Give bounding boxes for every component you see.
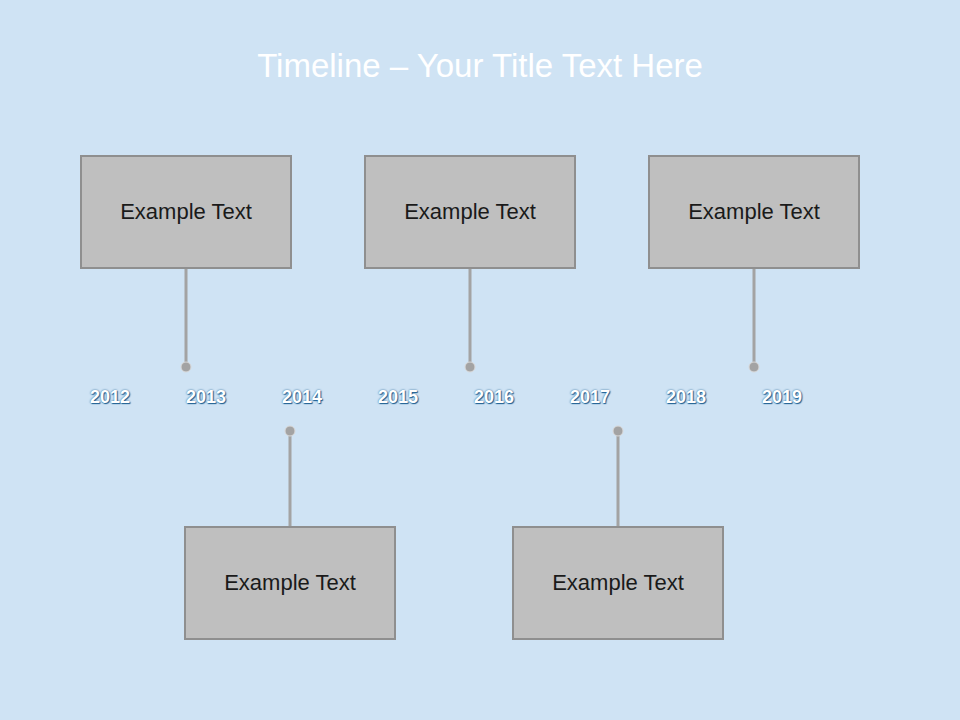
year-tick <box>589 419 590 429</box>
timeline-arrow: 20122013201420152016201720182019 <box>40 335 922 466</box>
year-tick <box>685 419 686 429</box>
anchor-dot <box>749 362 759 372</box>
swoosh <box>0 364 960 440</box>
leader-line <box>289 431 292 526</box>
event-box: Example Text <box>80 155 292 269</box>
title-bar <box>0 0 960 126</box>
event-box: Example Text <box>512 526 724 640</box>
year-label: 2014 <box>254 386 350 408</box>
year-label: 2018 <box>638 386 734 408</box>
event-text: Example Text <box>224 570 356 596</box>
anchor-dot <box>285 426 295 436</box>
event-text: Example Text <box>404 199 536 225</box>
glow-band <box>0 122 960 152</box>
year-tick <box>205 368 206 378</box>
anchor-dot <box>613 426 623 436</box>
year-label: 2019 <box>734 386 830 408</box>
arrow-body <box>41 336 920 465</box>
anchor-dot <box>181 362 191 372</box>
year-tick <box>205 419 206 429</box>
leader-line <box>469 269 472 367</box>
year-tick <box>397 419 398 429</box>
event-box: Example Text <box>648 155 860 269</box>
year-tick <box>109 368 110 378</box>
year-label: 2013 <box>158 386 254 408</box>
year-label: 2012 <box>62 386 158 408</box>
year-row: 20122013201420152016201720182019 <box>62 386 830 408</box>
year-tick <box>301 419 302 429</box>
year-tick <box>493 419 494 429</box>
leader-line <box>185 269 188 367</box>
year-tick <box>781 368 782 378</box>
leader-line <box>617 431 620 526</box>
event-box: Example Text <box>184 526 396 640</box>
year-tick <box>781 419 782 429</box>
anchor-dot <box>465 362 475 372</box>
year-tick <box>685 368 686 378</box>
event-text: Example Text <box>120 199 252 225</box>
year-tick <box>397 368 398 378</box>
year-label: 2017 <box>542 386 638 408</box>
leader-line <box>753 269 756 367</box>
slide-title: Timeline – Your Title Text Here <box>0 46 960 86</box>
event-text: Example Text <box>688 199 820 225</box>
year-label: 2016 <box>446 386 542 408</box>
year-tick <box>589 368 590 378</box>
year-tick <box>493 368 494 378</box>
event-text: Example Text <box>552 570 684 596</box>
year-label: 2015 <box>350 386 446 408</box>
year-tick <box>301 368 302 378</box>
event-box: Example Text <box>364 155 576 269</box>
year-tick <box>109 419 110 429</box>
